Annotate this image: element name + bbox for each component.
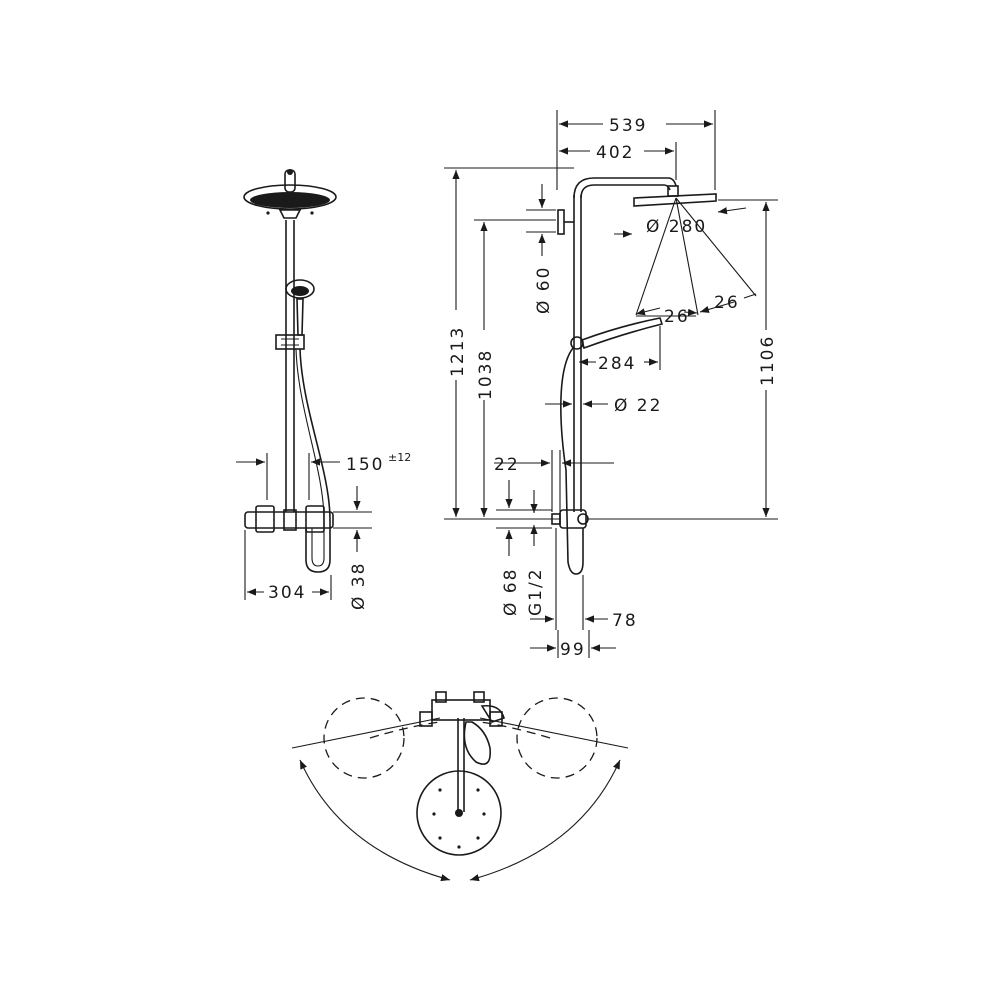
dim-26: 26 26 <box>635 293 757 327</box>
dim-539-label: 539 <box>609 116 647 136</box>
mixer-top <box>419 691 505 727</box>
dim-1213: 1213 <box>444 167 574 520</box>
dim-284: 284 <box>579 326 661 374</box>
overhead-shower-top <box>416 770 502 856</box>
riser-pipe-front <box>285 220 295 512</box>
riser-pipe-side <box>573 195 582 512</box>
dim-22-dia: Ø 22 <box>545 396 662 416</box>
front-view: 150 ±12 304 Ø 38 <box>236 169 411 610</box>
dim-68-g12: Ø 68 G1/2 <box>496 480 552 616</box>
overhead-shower-front <box>243 169 337 219</box>
dim-280-label: Ø 280 <box>646 217 707 237</box>
dim-1213-label: 1213 <box>448 326 468 377</box>
swing-circle-left <box>323 697 405 779</box>
dim-150-tolerance: ±12 <box>388 451 411 464</box>
hand-shower-side <box>570 317 664 350</box>
dim-99: 99 <box>530 630 616 660</box>
dim-150-label: 150 <box>346 455 384 475</box>
dim-1106-label: 1106 <box>758 335 778 386</box>
dim-402: 402 <box>559 142 677 180</box>
dim-99-label: 99 <box>560 640 586 660</box>
hand-shower-top <box>463 721 492 765</box>
dim-1038: 1038 <box>474 219 556 517</box>
thermostat-front <box>244 505 334 533</box>
dim-22-dia-label: Ø 22 <box>614 396 662 416</box>
dim-304: 304 <box>244 530 332 603</box>
hand-shower-front <box>275 279 315 350</box>
dim-402-label: 402 <box>596 143 634 163</box>
dim-22-label: 22 <box>494 455 520 475</box>
dim-68-label: Ø 68 <box>501 568 521 616</box>
dim-284-label: 284 <box>598 354 636 374</box>
hose-side <box>560 347 584 575</box>
hose-front <box>299 348 331 573</box>
dim-38: Ø 38 <box>333 486 372 610</box>
wall-bracket-top <box>557 209 574 235</box>
overhead-shower-side <box>633 185 717 207</box>
swing-circle-right <box>516 697 598 779</box>
shower-arm <box>573 177 677 199</box>
side-view: 539 402 Ø 280 Ø 60 <box>444 110 778 660</box>
spray-angle-lines <box>635 197 757 316</box>
dim-26a-label: 26 <box>664 307 690 327</box>
dim-26b-label: 26 <box>714 293 740 313</box>
dim-60: Ø 60 <box>526 184 556 314</box>
top-view <box>291 691 629 882</box>
dim-22: 22 <box>494 450 614 512</box>
dim-539: 539 <box>556 110 716 190</box>
dim-78: 78 <box>530 528 638 631</box>
dim-60-label: Ø 60 <box>534 266 554 314</box>
dim-304-label: 304 <box>268 583 306 603</box>
dim-1106: 1106 <box>586 199 778 520</box>
dim-78-label: 78 <box>612 611 638 631</box>
dim-38-label: Ø 38 <box>349 562 369 610</box>
dim-1038-label: 1038 <box>476 349 496 400</box>
g12-label: G1/2 <box>526 567 546 616</box>
dim-150: 150 ±12 <box>236 451 411 500</box>
rotation-arc <box>299 759 451 882</box>
dim-280: Ø 280 <box>614 207 747 238</box>
